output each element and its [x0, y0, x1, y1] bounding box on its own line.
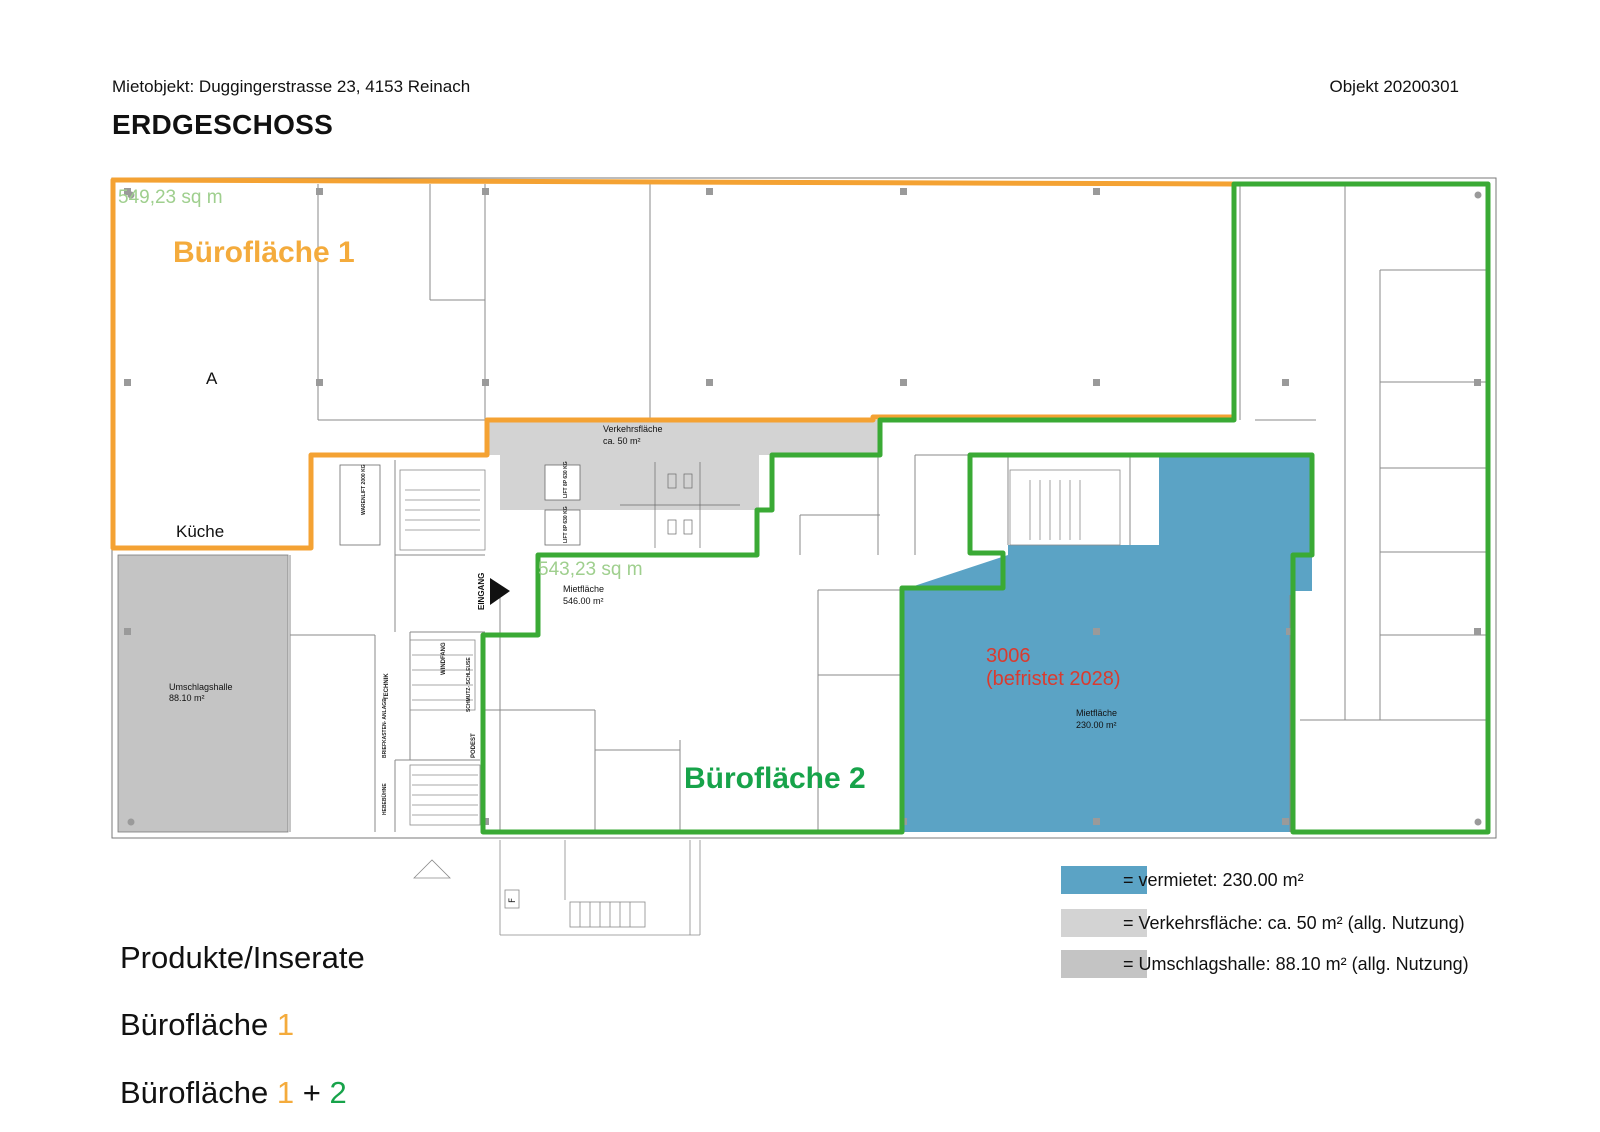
legend-swatch-traffic — [1061, 909, 1147, 937]
handling-hall-value: 88.10 m² — [169, 693, 205, 703]
traffic-area-title: Verkehrsfläche — [603, 424, 663, 434]
sanitary-block — [620, 462, 740, 548]
area-1-sqm: 549,23 sq m — [118, 187, 223, 208]
columns-part-11 — [1093, 379, 1100, 386]
rented-area-value: 230.00 m² — [1076, 720, 1117, 730]
columns-part-17 — [1474, 628, 1481, 635]
legend-text-rented: = vermietet: 230.00 m² — [1123, 870, 1304, 890]
columns-part-23 — [1474, 818, 1482, 826]
product-item-2-text: Bürofläche — [120, 1075, 269, 1110]
stairs-part-24 — [569, 901, 646, 928]
entrance-label: EINGANG — [477, 573, 486, 610]
lift-1-label: LIFT 8P 630 KG — [563, 461, 569, 498]
kitchen-label: Küche — [176, 522, 224, 541]
lifts-part-2 — [544, 509, 581, 546]
columns-part-12 — [1282, 379, 1289, 386]
columns-part-14 — [124, 628, 131, 635]
product-item-2-num-b: 2 — [329, 1075, 347, 1110]
columns-part-22 — [1474, 191, 1482, 199]
area-2-name: Bürofläche 2 — [684, 762, 866, 795]
rented-area-fill-top — [1008, 553, 1312, 591]
columns-part-6 — [124, 379, 131, 386]
columns-part-13 — [1474, 379, 1481, 386]
columns-part-3 — [706, 188, 713, 195]
technik-label: TECHNIK — [384, 673, 390, 700]
columns-part-2 — [482, 188, 489, 195]
room-a-label: A — [206, 369, 218, 388]
rented-note: (befristet 2028) — [986, 668, 1121, 690]
columns-part-5 — [1093, 188, 1100, 195]
product-item-1-text: Bürofläche — [120, 1007, 269, 1042]
traffic-area-value: ca. 50 m² — [603, 436, 641, 446]
handling-hall-fill — [117, 554, 289, 833]
product-item-1[interactable]: Bürofläche 1 — [120, 1007, 294, 1043]
columns-part-25 — [127, 191, 135, 199]
columns-part-10 — [900, 379, 907, 386]
columns-part-4 — [900, 188, 907, 195]
legend-text-traffic: = Verkehrsfläche: ca. 50 m² (allg. Nutzu… — [1123, 913, 1465, 933]
podest-label: PODEST — [471, 733, 477, 758]
rented-area-label: Mietfläche — [1076, 708, 1117, 718]
stairs-part-0 — [399, 469, 486, 551]
legend-swatch-hall — [1061, 950, 1147, 978]
object-number: Objekt 20200301 — [1329, 77, 1460, 96]
legend-swatch-rented — [1061, 866, 1147, 894]
legend-text-hall: = Umschlagshalle: 88.10 m² (allg. Nutzun… — [1123, 954, 1469, 974]
traffic-area-fill — [487, 420, 878, 510]
sanitary-block-part-3 — [667, 519, 677, 535]
area-2-sqm: 543,23 sq m — [538, 559, 643, 580]
columns-part-8 — [482, 379, 489, 386]
lifts-part-1 — [544, 464, 581, 501]
stairs-part-13 — [409, 764, 481, 826]
columns-part-24 — [127, 818, 135, 826]
columns-part-15 — [1093, 628, 1100, 635]
rented-area-fill-corner — [1159, 457, 1312, 554]
product-item-2[interactable]: Bürofläche 1 + 2 — [120, 1075, 347, 1111]
lower-annex — [413, 840, 701, 936]
products-heading: Produkte/Inserate — [120, 940, 365, 975]
columns-part-9 — [706, 379, 713, 386]
area-2-outline — [480, 181, 1491, 835]
entrance-arrow-icon — [490, 578, 510, 605]
sanitary-block-part-4 — [683, 519, 693, 535]
columns-part-7 — [316, 379, 323, 386]
lifts-part-0 — [339, 464, 381, 546]
stairs — [399, 469, 1121, 928]
columns-part-1 — [316, 188, 323, 195]
rent-area-label: Mietfläche — [563, 584, 604, 594]
product-item-2-num-a: 1 — [276, 1075, 295, 1110]
marker-f: F — [508, 898, 518, 903]
stairs-part-19 — [409, 639, 476, 711]
schmutzschleuse-label: SCHMUTZ- SCHLEUSE — [466, 657, 472, 712]
hebebuehne-label: HEBEBÜHNE — [381, 783, 388, 815]
freight-lift-label: WARENLIFT 2000 KG — [361, 464, 367, 515]
product-item-1-num: 1 — [276, 1007, 295, 1042]
floor-plan: F 549,23 sq m Bürofläche 1 A Küche Verke… — [110, 177, 1497, 936]
columns-part-16 — [1286, 628, 1293, 635]
handling-hall-title: Umschlagshalle — [169, 682, 233, 692]
columns-part-20 — [1282, 818, 1289, 825]
columns-part-18 — [1093, 818, 1100, 825]
lower-annex-part-5 — [504, 889, 520, 909]
area-1-name: Bürofläche 1 — [173, 236, 355, 269]
columns-part-0 — [124, 188, 131, 195]
lower-annex-part-6 — [413, 859, 451, 879]
windfang-label: WINDFANG — [441, 642, 447, 675]
object-address: Mietobjekt: Duggingerstrasse 23, 4153 Re… — [112, 77, 471, 96]
lift-2-label: LIFT 8P 630 KG — [563, 506, 569, 543]
rented-unit: 3006 — [986, 645, 1031, 667]
product-item-2-plus: + — [302, 1075, 321, 1110]
rent-area-value: 546.00 m² — [563, 596, 604, 606]
lifts — [339, 464, 581, 546]
briefkasten-label: BRIEFKASTEN- ANLAGE — [382, 698, 388, 758]
sanitary-block-part-6 — [683, 473, 693, 489]
sanitary-block-part-5 — [667, 473, 677, 489]
stairs-part-6 — [1009, 469, 1121, 546]
floor-title: ERDGESCHOSS — [112, 109, 334, 140]
